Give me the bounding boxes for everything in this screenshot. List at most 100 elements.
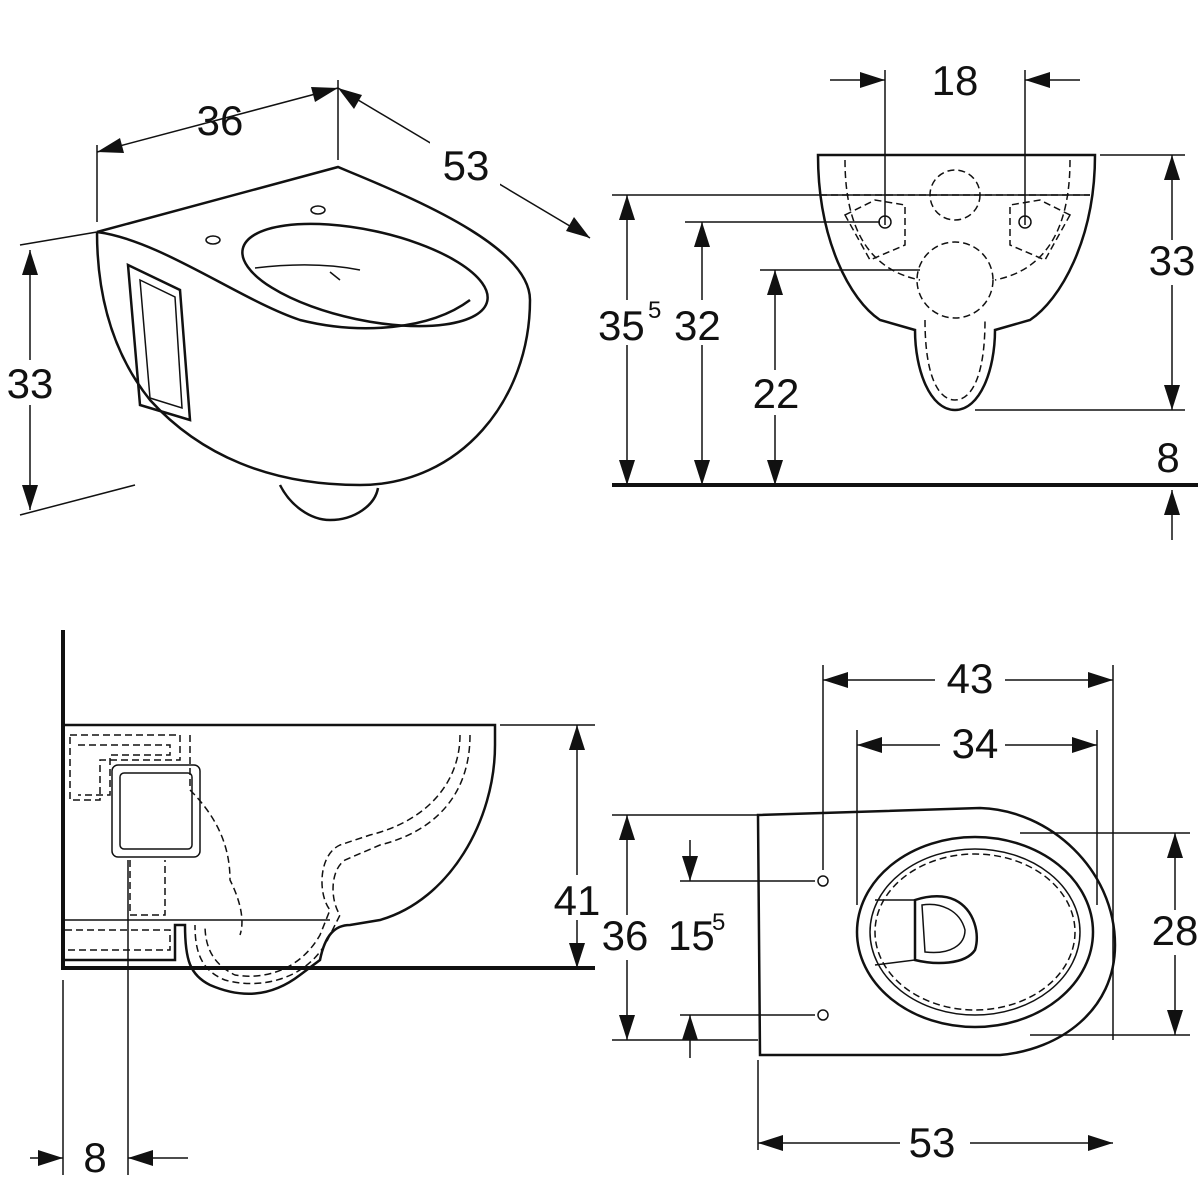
arrowhead (38, 1150, 63, 1166)
arrowhead (1164, 155, 1180, 180)
hidden-spigot (924, 319, 986, 401)
hidden-inlet-channel (69, 734, 181, 801)
mounting-hole-left (205, 235, 221, 245)
dim-side-height: 41 (554, 877, 601, 924)
arrowhead (1167, 833, 1183, 858)
top-bowl-rim (855, 835, 1095, 1029)
arrowhead (758, 1135, 783, 1151)
arrowhead (1072, 737, 1097, 753)
dim-top-depth: 36 (602, 912, 649, 959)
hidden-inner-wall (844, 159, 1071, 281)
label-mask (1150, 910, 1200, 955)
arrowhead (1025, 72, 1050, 88)
toilet-top-surface (96, 230, 471, 330)
top-view: 43 34 53 36 15 5 (598, 655, 1200, 1166)
top-bowl-hidden (874, 853, 1076, 1011)
dim-perspective-width: 36 (197, 97, 244, 144)
dim-top-outer-width: 43 (947, 655, 994, 702)
arrowhead (1167, 1010, 1183, 1035)
front-bowl-outline (816, 153, 1097, 412)
dim-front-bolt-height: 32 (674, 302, 721, 349)
arrowhead (22, 485, 38, 510)
arrowhead (1088, 1135, 1113, 1151)
outlet-spigot (278, 484, 380, 522)
label-mask (900, 1120, 970, 1165)
hidden-stub (129, 860, 166, 916)
hidden-channel (189, 735, 243, 936)
arrowhead (22, 250, 38, 275)
arrowhead (694, 222, 710, 247)
toilet-body-outline (95, 231, 532, 487)
side-recess (126, 262, 192, 422)
dim-top-bowl-depth: 28 (1152, 907, 1199, 954)
dim-front-bowl-height: 33 (1149, 237, 1196, 284)
hidden-bolt-housing (843, 199, 1072, 261)
wall-and-floor (61, 630, 595, 970)
dim-front-floor-gap: 8 (1156, 434, 1179, 481)
perspective-view: 36 53 33 (0, 80, 591, 522)
extension-line (19, 231, 98, 246)
arrowhead (128, 1150, 153, 1166)
arrowhead (1164, 385, 1180, 410)
top-bolt-hole-lower (817, 1009, 829, 1021)
toilet-top-edge (96, 165, 532, 301)
bowl-opening (241, 222, 489, 328)
top-bolt-hole-upper (817, 875, 829, 887)
top-drain-channel (874, 899, 916, 966)
bowl-rim-detail (254, 264, 361, 281)
dim-top-length: 53 (909, 1119, 956, 1166)
hidden-inlet-channel-2 (78, 744, 171, 796)
side-view: 41 8 (30, 630, 606, 1181)
dim-top-inner-width: 34 (952, 720, 999, 767)
dim-front-outlet-height: 22 (753, 370, 800, 417)
dim-front-bolt-spacing: 18 (932, 57, 979, 104)
dim-top-bolt-spacing-sup: 5 (712, 909, 725, 936)
top-body-outline (756, 806, 1117, 1057)
label-mask (598, 915, 653, 960)
arrowhead (569, 725, 585, 750)
arrowhead (619, 460, 635, 485)
arrowhead (619, 195, 635, 220)
dim-top-bolt-spacing: 15 (668, 912, 715, 959)
label-mask (935, 655, 1005, 700)
hidden-outlet (916, 241, 994, 319)
top-drain (913, 895, 979, 965)
side-recess (111, 764, 201, 858)
hidden-bowl-inner (194, 734, 471, 985)
arrowhead (694, 460, 710, 485)
label-mask (430, 135, 500, 190)
dimension-line-width (96, 87, 339, 153)
dim-perspective-depth: 53 (443, 142, 490, 189)
mounting-hole-right (310, 205, 326, 215)
hidden-bowl-inner-2 (204, 734, 461, 977)
arrowhead (619, 815, 635, 840)
arrowhead (97, 138, 124, 153)
arrowhead (566, 217, 590, 238)
hidden-outlet-channel (65, 929, 171, 951)
arrowhead (619, 1015, 635, 1040)
label-mask (745, 370, 805, 415)
arrowhead (823, 672, 848, 688)
label-mask (940, 722, 1005, 767)
arrowhead (767, 270, 783, 295)
dim-perspective-height: 33 (7, 360, 54, 407)
arrowhead (338, 88, 362, 109)
arrowhead (1164, 490, 1180, 515)
arrowhead (860, 72, 885, 88)
front-view: 18 35 5 32 22 33 8 (595, 57, 1200, 540)
arrowhead (682, 1015, 698, 1040)
extension-line (19, 484, 136, 516)
side-recess-inner (139, 278, 183, 410)
label-mask (1145, 240, 1200, 285)
side-recess-inner (119, 772, 193, 850)
arrowhead (569, 943, 585, 968)
dim-front-total-height: 35 (598, 302, 645, 349)
side-body-outline (63, 723, 497, 995)
arrowhead (767, 460, 783, 485)
arrowhead (857, 737, 882, 753)
arrowhead (682, 856, 698, 881)
label-mask (595, 300, 730, 345)
top-bowl-rim-inner (869, 848, 1081, 1016)
dim-side-wall-offset: 8 (83, 1134, 106, 1181)
